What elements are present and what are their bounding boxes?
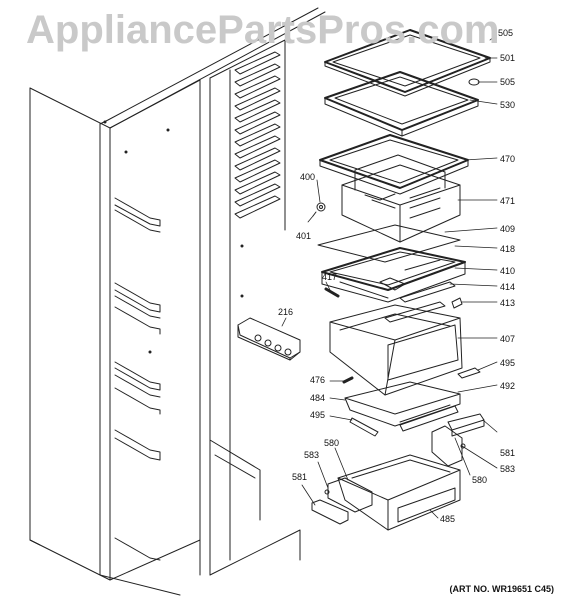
rail-492 (399, 405, 459, 432)
screw-400 (312, 202, 326, 217)
callout-216: 216 (278, 307, 294, 317)
callout-492: 492 (500, 381, 516, 391)
callout-583-left: 583 (304, 450, 320, 460)
fresh-food-cabinet (29, 7, 326, 596)
callout-485: 485 (440, 514, 456, 524)
rod-417 (324, 287, 340, 298)
end-cap-505 (468, 78, 480, 86)
callout-505: 505 (500, 77, 516, 87)
bottom-drawer-485 (337, 454, 461, 531)
slide-581-right (447, 413, 485, 437)
callout-580-right: 580 (472, 475, 488, 485)
callout-470: 470 (500, 154, 516, 164)
callout-495-upper: 495 (500, 358, 516, 368)
bin-216 (237, 317, 301, 361)
crisper-frame-410 (321, 247, 466, 303)
rail-476 (342, 376, 354, 384)
cover-484 (344, 381, 461, 427)
callout-484: 484 (310, 393, 326, 403)
mounting-holes (103, 120, 244, 354)
rail-495-upper (457, 367, 481, 379)
callout-417: 417 (322, 272, 338, 282)
door-bin-rails (114, 197, 161, 561)
callout-580-left: 580 (324, 438, 340, 448)
callout-530: 530 (500, 100, 516, 110)
callout-418: 418 (500, 244, 516, 254)
callout-407: 407 (500, 334, 516, 344)
shelf-rails (234, 51, 281, 219)
callout-401: 401 (296, 231, 312, 241)
glass-409 (317, 224, 461, 263)
callout-414: 414 (500, 282, 516, 292)
callout-501: 501 (500, 53, 516, 63)
bracket-580-right (431, 425, 463, 467)
callout-410: 410 (500, 266, 516, 276)
callout-409: 409 (500, 224, 516, 234)
callout-505-top: 505 (498, 28, 514, 38)
art-number: (ART NO. WR19651 C45) (449, 584, 554, 594)
rail-495-lower (349, 417, 379, 437)
screw-583-right (460, 443, 466, 449)
bracket-580-left (327, 477, 373, 513)
callout-400: 400 (300, 172, 316, 182)
watermark: AppliancePartsPros.com (26, 8, 500, 52)
callout-495-lower: 495 (310, 410, 326, 420)
crisper-drawer-407 (329, 304, 463, 396)
screw-583-left (324, 489, 330, 495)
shelf-frame-530 (324, 71, 479, 137)
callout-583-right: 583 (500, 464, 516, 474)
callout-581-right: 581 (500, 448, 516, 458)
slide-413-414 (384, 281, 463, 323)
leader-lines (281, 35, 498, 519)
slide-581-left (311, 499, 349, 525)
callout-413: 413 (500, 298, 516, 308)
callout-581-left: 581 (292, 472, 308, 482)
callout-476: 476 (310, 375, 326, 385)
pan-471 (341, 154, 461, 243)
callout-471: 471 (500, 196, 516, 206)
